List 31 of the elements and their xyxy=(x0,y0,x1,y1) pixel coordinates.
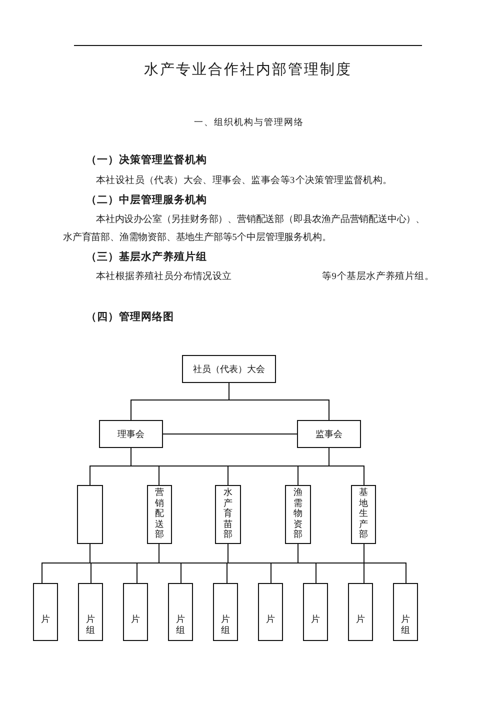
org-box: 理事会 xyxy=(99,420,163,448)
org-box: 片 xyxy=(348,583,373,641)
org-box: 片组 xyxy=(78,583,103,641)
subsection-heading: （四）管理网络图 xyxy=(86,310,174,324)
subsection-heading: （二）中层管理服务机构 xyxy=(86,194,207,206)
body-paragraph: 本社内设办公室（另挂财务部）、营销配送部（即县农渔产品营销配送中心）、水产育苗部、渔需物资部、基地生产部等5个中层管理服务机构。 xyxy=(63,213,426,245)
org-box: 片 xyxy=(33,583,58,641)
body-text: 本社根据养殖社员分布情况设立 xyxy=(96,270,232,284)
org-box: 片组 xyxy=(393,583,418,641)
body-text: 本社设社员（代表）大会、理事会、监事会等3个决策管理监督机构。 xyxy=(96,175,392,188)
connector-line xyxy=(163,433,297,435)
connector-line xyxy=(228,383,330,420)
subsection-heading: （一）决策管理监督机构 xyxy=(86,154,207,167)
connector-line xyxy=(328,448,365,485)
empty-box xyxy=(77,485,103,544)
subsection-heading: （三）基层水产养殖片组 xyxy=(86,251,207,264)
document-title: 水产专业合作社内部管理制度 xyxy=(144,61,352,79)
org-box: 片 xyxy=(123,583,148,641)
org-box: 片组 xyxy=(168,583,193,641)
org-box: 社员（代表）大会 xyxy=(182,355,276,383)
org-box: 片 xyxy=(258,583,283,641)
org-box: 片组 xyxy=(213,583,238,641)
org-box: 渔需物资部 xyxy=(285,485,311,544)
org-box: 监事会 xyxy=(297,420,361,448)
connector-line xyxy=(363,544,407,583)
org-box: 片 xyxy=(303,583,328,641)
org-box: 水产育苗部 xyxy=(215,485,241,544)
org-box: 营销配送部 xyxy=(147,485,172,544)
org-box: 基地生产部 xyxy=(351,485,376,544)
body-text: 等9个基层水产养殖片组。 xyxy=(322,270,434,284)
section-heading: 一、组织机构与管理网络 xyxy=(194,116,304,128)
